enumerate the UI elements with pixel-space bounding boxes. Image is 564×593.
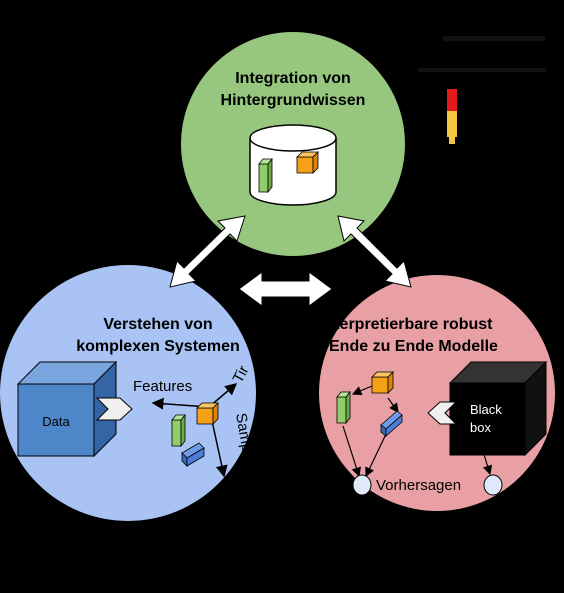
orange-cube-icon: [296, 151, 319, 174]
arrow-top-right: [337, 215, 412, 288]
right-blue-bar-icon: [380, 410, 403, 437]
predictions-label: Vorhersagen: [376, 477, 461, 494]
blackbox-label-line1: Black: [470, 402, 502, 417]
left-title-line2: komplexen Systemen: [76, 338, 240, 355]
blackbox-cube-icon: [448, 360, 548, 457]
samples-axis-label: Samp: [232, 412, 256, 454]
data-cube-icon: [16, 360, 118, 458]
left-green-bar-icon: [171, 413, 186, 448]
arrow-left-right: [238, 271, 333, 307]
blackbox-chevron-icon: [427, 401, 458, 425]
flag-icon: [418, 36, 546, 144]
prediction-node-left: [352, 474, 372, 496]
features-label: Features: [133, 378, 192, 395]
arrow-top-left: [169, 215, 246, 288]
top-title-line1: Integration von: [235, 70, 351, 87]
model-edges: [342, 385, 493, 478]
blackbox-label-line2: box: [470, 420, 491, 435]
left-title-line1: Verstehen von: [103, 316, 212, 333]
left-orange-cube-icon: [196, 402, 219, 425]
right-title-line2: Ende zu Ende Modelle: [329, 338, 498, 355]
green-feature-bar-icon: [258, 157, 273, 194]
time-axis-label: Tir: [230, 363, 253, 386]
prediction-node-right: [483, 474, 503, 496]
data-chevron-icon: [95, 397, 133, 421]
right-title-line1: Interpretierbare robust: [320, 316, 493, 333]
right-green-bar-icon: [336, 390, 351, 425]
right-orange-cube-icon: [371, 371, 394, 394]
top-title-line2: Hintergrundwissen: [221, 92, 366, 109]
left-blue-bar-icon: [181, 442, 205, 467]
data-label: Data: [42, 414, 70, 429]
